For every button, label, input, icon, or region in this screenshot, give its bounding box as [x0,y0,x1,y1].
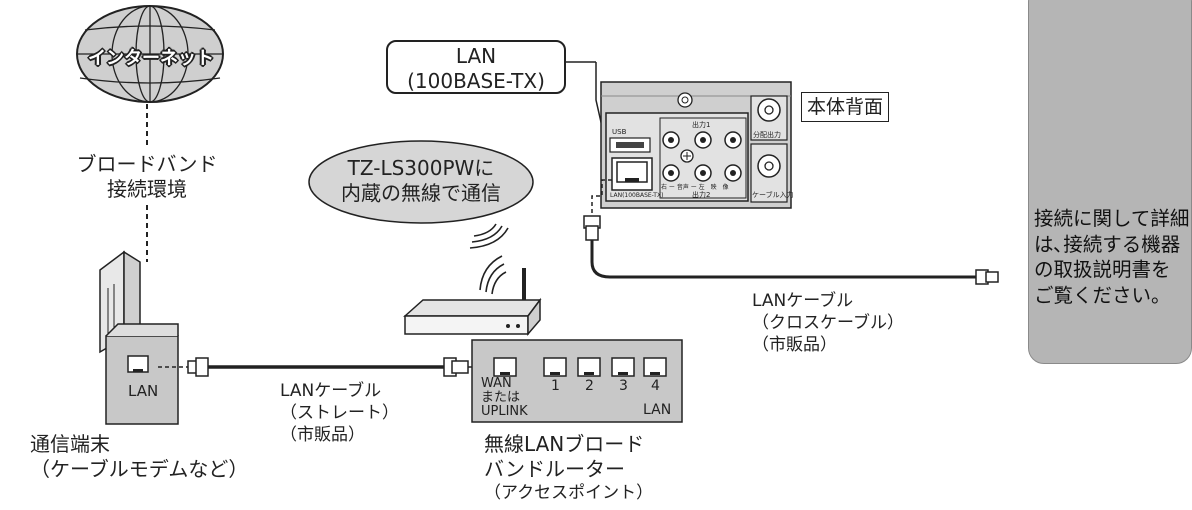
modem-name-line1: 通信端末 [30,432,110,456]
router-signal-icon [479,255,507,295]
cross-cable-line3: （市販品） [752,335,837,355]
router-wan-label: WAN または UPLINK [481,377,528,419]
modem-name-label: 通信端末 （ケーブルモデムなど） [30,432,248,482]
lan-callout-line1: LAN [455,44,497,68]
modem-device-icon [99,250,179,425]
router-name-line2: バンドルーター [484,457,625,481]
broadband-env-line2: 接続環境 [107,177,187,201]
internet-globe-icon [76,5,224,103]
cross-cable-line1: LANケーブル [752,291,854,311]
router-name-label: 無線LANブロード バンドルーター （アクセスポイント） [484,432,653,504]
lan-callout-line2: (100BASE-TX) [407,69,545,93]
router-name-line3: （アクセスポイント） [484,483,654,503]
router-port-4: 4 [651,378,660,394]
straight-cable [158,357,500,377]
rear-panel [600,81,792,209]
router-name-line1: 無線LANブロード [484,432,645,456]
router-wan-line2: または [481,390,521,405]
broadband-env-line1: ブロードバンド [76,152,218,176]
modem-lan-label: LAN [128,382,159,400]
cable-in-label: ケーブル入力 [752,191,794,199]
straight-cable-line3: （市販品） [280,425,365,445]
wireless-bubble-line2: 内蔵の無線で通信 [341,181,501,205]
note-line-3: の取扱説明書を [1034,258,1171,281]
wireless-bubble-line1: TZ-LS300PWに [347,156,495,180]
note-panel [1028,0,1192,364]
output1-label: 出力1 [692,121,711,129]
cross-cable-line2: （クロスケーブル） [752,313,904,333]
modem-name-line2: （ケーブルモデムなど） [30,457,249,481]
router-port-1: 1 [551,378,560,394]
internet-label: インターネット [88,48,214,69]
broadband-env-label: ブロードバンド 接続環境 [72,152,222,202]
router-device-icon [403,268,683,423]
router-wan-line1: WAN [481,376,512,391]
cross-cable [583,179,999,285]
router-wan-line3: UPLINK [481,404,528,419]
router-port-2: 2 [585,378,594,394]
tv-lan-port-label: LAN(100BASE-TX) [610,192,664,199]
usb-port-label: USB [612,128,627,136]
note-text: 接続に関して詳細 は､接続する機器 の取扱説明書を ご覧ください。 [1034,206,1190,308]
router-port-3: 3 [619,378,628,394]
audio-video-label: 右 ー 音声 ー 左 映 像 [661,184,729,191]
note-line-1: 接続に関して詳細 [1034,207,1190,230]
router-lan-label: LAN [643,402,672,418]
output2-label: 出力2 [692,191,711,199]
distribution-out-label: 分配出力 [753,131,781,139]
lan-port-callout: LAN (100BASE-TX) [386,40,566,94]
straight-cable-line2: （ストレート） [280,403,399,423]
note-line-2: は､接続する機器 [1034,232,1181,256]
wireless-bubble-text: TZ-LS300PWに 内蔵の無線で通信 [311,156,531,206]
straight-cable-line1: LANケーブル [280,381,382,401]
cross-cable-label: LANケーブル （クロスケーブル） （市販品） [752,290,904,356]
note-line-4: ご覧ください。 [1034,283,1171,307]
straight-cable-label: LANケーブル （ストレート） （市販品） [280,380,399,446]
tv-signal-icon [469,223,509,249]
rear-panel-label: 本体背面 [801,92,890,122]
wireless-bubble [308,140,534,224]
